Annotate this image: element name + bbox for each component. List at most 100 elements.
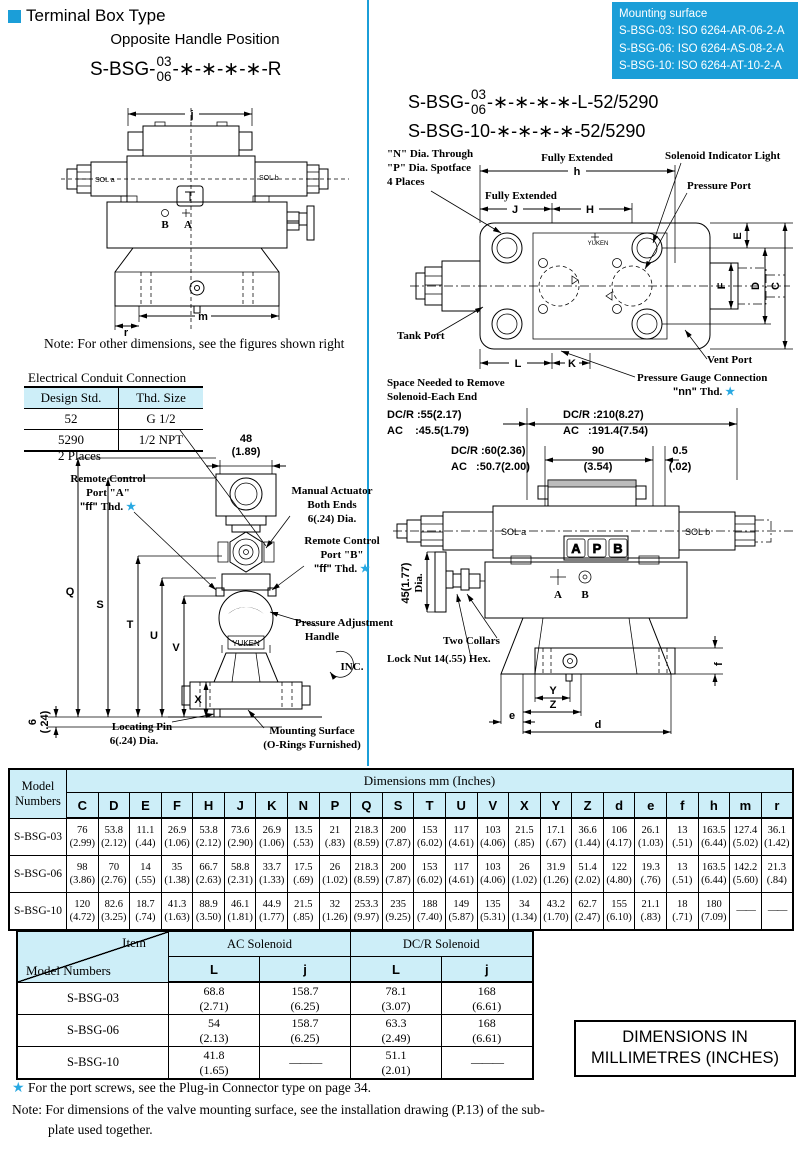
dim-value-cell: 66.7(2.63) [192,855,225,893]
dim-value-cell: 13(.51) [665,855,699,893]
dim-col-V: V [476,792,510,819]
dim-col-e: e [634,792,667,819]
dim-value-cell: 11.1(.44) [129,817,162,856]
dim-value-cell: 18.7(.74) [129,892,162,931]
code-suffix: -∗-∗-∗-∗-R [172,59,282,81]
ac-455: AC :45.5(1.79) [387,425,469,437]
dim-value-cell: 76(2.99) [66,817,99,856]
dim-col-S: S [381,792,415,819]
dim-col-d: d [602,792,636,819]
dim-48-in: (1.89) [232,446,261,458]
page-title-row: Terminal Box Type [8,6,166,26]
dimensions-note-box: DIMENSIONS IN MILLIMETRES (INCHES) [574,1020,796,1077]
dim-value-cell: 21(.83) [318,817,352,856]
lock-nut-label: Lock Nut 14(.55) Hex. [387,653,491,665]
model-cell: S-BSG-10 [16,1046,169,1080]
sol-value-cell: ——— [259,1046,351,1080]
dim-6: 6 [27,719,39,725]
sol-a-label: SOL a [501,527,526,537]
mounting-line: S-BSG-03: ISO 6264-AR-06-2-A [619,25,785,38]
dim-value-cell: 163.5(6.44) [697,817,731,856]
pressure-port-label: Pressure Port [687,180,751,192]
dim-H: H [586,204,594,216]
places-label: 4 Places [387,176,425,188]
dim-value-cell: 163.5(6.44) [697,855,731,893]
sol-value-cell: 168(6.61) [441,981,533,1015]
dim-col-r: r [760,792,794,819]
conduit-title: Electrical Conduit Connection [28,370,187,385]
dim-value-cell: 41.3(1.63) [160,892,194,931]
sol-value-cell: 54(2.13) [168,1014,260,1047]
section-bullet-icon [8,9,21,23]
dim-value-cell: 21.3(.84) [760,855,794,893]
dim-value-cell: 44.9(1.77) [255,892,289,931]
star-footnote-text: For the port screws, see the Plug-in Con… [27,1080,371,1095]
code-stack: 03 06 [471,87,487,118]
dim-L: L [515,358,522,370]
dim-value-cell: 117(4.61) [444,855,478,893]
dim-value-cell: 73.6(2.90) [223,817,257,856]
dim-value-cell: 36.1(1.42) [760,817,794,856]
group-ac: AC Solenoid [168,930,351,957]
star-icon: ★ [360,563,370,575]
dcr-60: DC/R :60(2.36) [451,445,526,457]
dim-value-cell: 46.1(1.81) [223,892,257,931]
dim-value-cell: 120(4.72) [66,892,99,931]
dim-col-h: h [697,792,731,819]
dim-value-cell: 62.7(2.47) [571,892,604,931]
dim-col-D: D [97,792,131,819]
dim-value-cell: 43.2(1.70) [539,892,573,931]
dim-value-cell: 26.1(1.03) [634,817,667,856]
remote-a-label: Port "A" [86,487,130,499]
dim-value-cell: 19.3(.76) [634,855,667,893]
port-letter-p: P [593,541,602,556]
dim-value-cell: 31.9(1.26) [539,855,573,893]
dim-value-cell: 21.1(.83) [634,892,667,931]
dim-col-P: P [318,792,352,819]
code-suffix: -∗-∗-∗-∗-L-52/5290 [487,92,659,113]
mounting-line: S-BSG-06: ISO 6264-AS-08-2-A [619,42,784,55]
dim-col-C: C [66,792,99,819]
dim-D: D [750,282,762,290]
mounting-surface-label: (O-Rings Furnished) [263,739,361,751]
dim-K: K [568,358,576,370]
dim-col-F: F [160,792,194,819]
drawing-front-view: j SOL a SOL b B A m r [61,108,349,339]
code-prefix: S-BSG- [408,92,471,113]
star-icon: ★ [126,501,136,513]
dim-value-cell: 127.4(5.02) [729,817,762,856]
code-top: 03 [471,87,487,102]
dia-45-label: 45(1.77) [400,562,412,603]
dim-col-E: E [129,792,162,819]
dim-value-cell: 153(6.02) [413,855,446,893]
dim-value-cell: 32(1.26) [318,892,352,931]
dim-value-cell: 153(6.02) [413,817,446,856]
solenoid-indicator-label: Solenoid Indicator Light [665,150,781,162]
conduit-cell: 5290 [24,429,119,451]
conduit-places: 2 Places [58,448,101,463]
mounting-surface-label: Mounting Surface [269,725,354,737]
dim-value-cell: 106(4.17) [602,817,636,856]
dim-value-cell: 135(5.31) [476,892,510,931]
corner-model-label: Model Numbers [26,962,111,978]
star-footnote: ★ For the port screws, see the Plug-in C… [12,1080,371,1097]
ac-507: AC :50.7(2.00) [451,461,530,473]
dim-E: E [732,232,744,239]
dim-table-title: Dimensions mm (Inches) [66,768,794,793]
conduit-cell: G 1/2 [118,408,203,430]
dim-value-cell: 35(1.38) [160,855,194,893]
dim-value-cell: 98(3.86) [66,855,99,893]
remote-b-label: Remote Control [304,535,379,547]
sol-a-label: SOL a [95,177,115,184]
conduit-col1: Design Std. [24,387,119,409]
sol-value-cell: 168(6.61) [441,1014,533,1047]
solenoid-table: Item Model Numbers AC Solenoid DC/R Sole… [16,930,534,1080]
dim-value-cell: 33.7(1.33) [255,855,289,893]
port-a-label: A [184,219,192,231]
dim-T: T [127,619,134,631]
dcr-210: DC/R :210(8.27) [563,409,644,421]
